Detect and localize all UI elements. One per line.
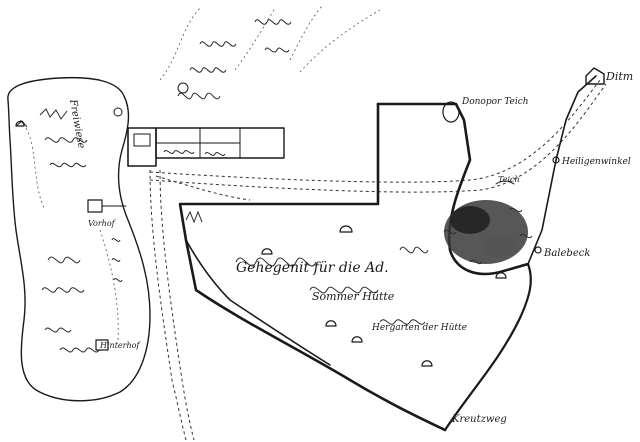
- label-gehege-title: Gehegenit für die Ad.: [236, 260, 389, 276]
- field-markers: [15, 120, 507, 367]
- donopor-teich-pond: [442, 101, 460, 123]
- label-balebeck: Balebeck: [543, 248, 590, 259]
- label-ditm: Ditm: [605, 70, 633, 83]
- label-donopor-teich: Donopor Teich: [461, 97, 529, 107]
- label-hinterhof: Hinterhof: [99, 341, 141, 350]
- left-meadow-scrawls: [15, 108, 123, 353]
- label-gehege-small: Hergarten der Hütte: [371, 323, 467, 333]
- label-gehege-sub: Sommer Hütte: [312, 290, 395, 303]
- label-heiligenwinkel: Heiligenwinkel: [561, 157, 631, 167]
- manor-complex: [113, 107, 285, 167]
- mountain-scrawls: [159, 5, 381, 100]
- left-meadow-outline: [7, 76, 151, 402]
- paths-dashed: [149, 79, 607, 441]
- label-kreutzweg: Kreutzweg: [451, 414, 507, 425]
- label-freiwiese: Freiwiese: [67, 98, 87, 150]
- vorhof-building: [87, 199, 127, 213]
- ditm-village: [585, 67, 605, 85]
- hinterhof-building: [95, 339, 109, 351]
- road-to-ditm: [527, 75, 597, 265]
- field-scrawls: [185, 210, 429, 325]
- forest-cluster: [443, 200, 533, 265]
- label-vorhof: Vorhof: [88, 219, 117, 228]
- label-teich: Teich: [498, 175, 520, 184]
- teich-small: [495, 180, 515, 185]
